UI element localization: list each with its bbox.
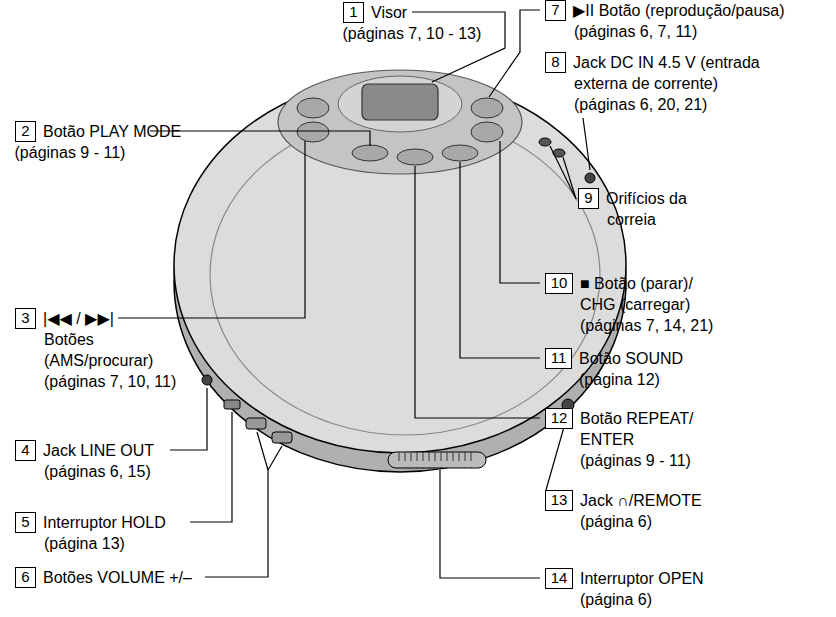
volume-button [272,432,292,443]
callout-box: 12Botão REPEAT/ENTER(páginas 9 - 11) [545,408,573,429]
callout-box: 4Jack LINE OUT(páginas 6, 15) [15,440,36,461]
part-label: (páginas 6, 7, 11) [574,21,697,42]
callout-number: 3 [16,309,35,327]
callout-number: 5 [16,513,35,531]
callout-number: 9 [579,189,598,207]
part-label: (páginas 7, 10 - 13) [343,23,482,44]
knurling [394,452,474,468]
callout-box: 3|◀◀ / ▶▶|Botões(AMS/procurar)(páginas 7… [15,308,36,329]
part-label: (páginas 6, 15) [44,461,151,482]
part-label: Jack ∩/REMOTE [580,490,702,511]
callout-number: 2 [16,122,35,140]
callout-box: 2Botão PLAY MODE(páginas 9 - 11) [15,121,36,142]
button [297,122,329,142]
part-label: Interruptor HOLD [43,512,166,533]
callout-number: 12 [546,409,572,427]
callout-box: 6Botões VOLUME +/– [15,567,36,588]
callout-number: 10 [546,274,572,292]
open-switch [388,452,486,468]
callout-number: 8 [546,53,565,71]
button [471,122,503,142]
callout-number: 13 [546,491,572,509]
part-label: ▶II Botão (reprodução/pausa) [573,0,785,21]
part-label: Orifícios da [606,188,687,209]
part-label: Botão PLAY MODE [43,121,181,142]
part-label: (página 6) [580,589,652,610]
display-surround [338,76,462,132]
button [471,98,503,118]
part-label: (página 13) [44,533,125,554]
leader-lines [118,10,590,578]
part-label: (AMS/procurar) [44,350,153,371]
callout-box: 8Jack DC IN 4.5 V (entradaexterna de cor… [545,52,566,73]
callout-number: 1 [344,3,363,21]
part-label: (página 12) [579,369,660,390]
callout-box: 10■ Botão (parar)/CHG (carregar)(páginas… [545,273,573,294]
part-label: Botões VOLUME +/– [43,567,192,588]
part-label: Visor [371,2,407,23]
part-label: correia [607,209,656,230]
part-label: externa de corrente) [574,73,718,94]
callout-box: 7▶II Botão (reprodução/pausa)(páginas 6,… [545,0,566,21]
hold-switch [224,400,240,409]
callout-number: 4 [16,441,35,459]
callout-box: 13Jack ∩/REMOTE(página 6) [545,490,573,511]
control-panel [278,70,522,174]
part-label: (páginas 7, 10, 11) [44,371,176,392]
button [352,145,388,161]
callout-box: 5Interruptor HOLD(página 13) [15,512,36,533]
button [297,98,329,118]
part-label: Jack DC IN 4.5 V (entrada [573,52,760,73]
callout-number: 6 [16,568,35,586]
button [397,149,433,165]
button [442,145,478,161]
callout-number: 7 [546,1,565,19]
part-label: Jack LINE OUT [43,440,154,461]
callout-box: 14Interruptor OPEN(página 6) [545,568,573,589]
part-label: Botão REPEAT/ [580,408,694,429]
volume-button [246,418,266,429]
part-label: |◀◀ / ▶▶| [43,308,114,329]
part-label: ENTER [580,429,634,450]
callout-number: 11 [546,349,571,367]
callout-box: 1Visor(páginas 7, 10 - 13) [343,2,364,23]
callout-box: 11Botão SOUND(página 12) [545,348,572,369]
part-label: (página 6) [580,511,652,532]
part-label: CHG (carregar) [580,294,690,315]
callout-number: 14 [546,569,572,587]
part-label: Botão SOUND [579,348,683,369]
part-label: (páginas 7, 14, 21) [580,315,713,336]
part-label: (páginas 9 - 11) [580,450,691,471]
lid-ring [210,115,600,435]
display [362,84,438,120]
callout-box: 9Orifícios dacorreia [578,188,599,209]
strap-hole [539,138,551,146]
dc-jack [585,173,595,183]
part-label: ■ Botão (parar)/ [580,273,693,294]
line-out-jack [202,375,212,385]
part-label: (páginas 9 - 11) [15,142,126,163]
part-label: Botões [44,329,94,350]
part-label: (páginas 6, 20, 21) [574,94,707,115]
part-label: Interruptor OPEN [580,568,704,589]
